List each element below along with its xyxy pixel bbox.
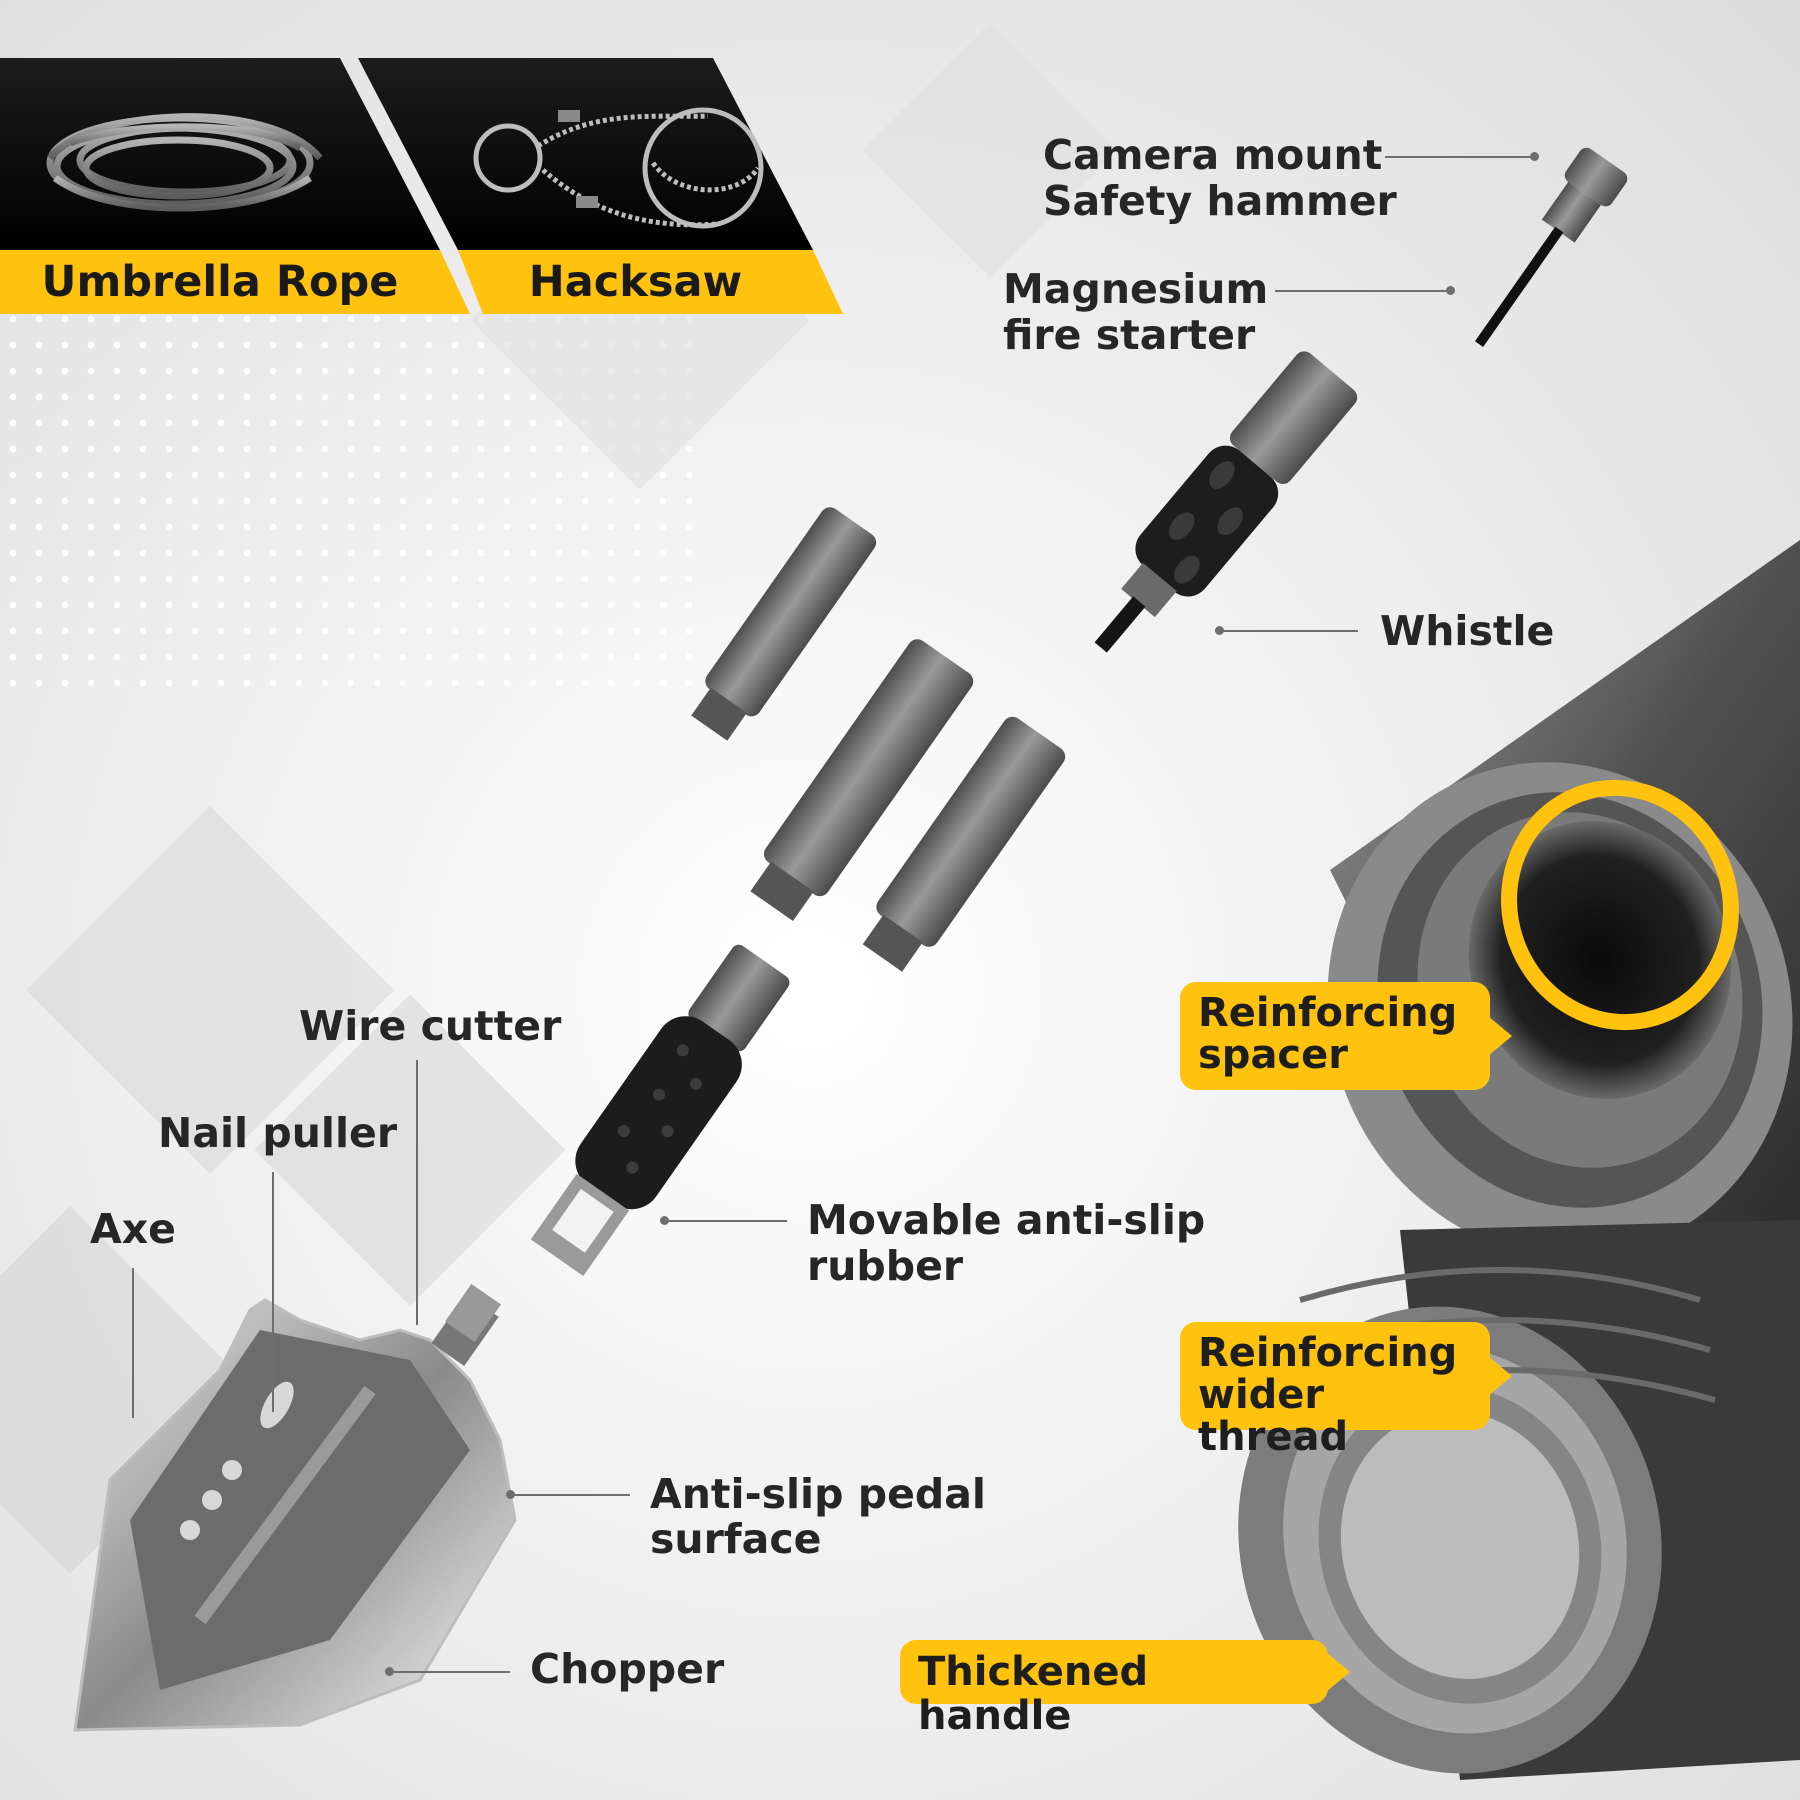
umbrella-rope-image [46, 113, 323, 212]
callout-pointer [1488, 1356, 1512, 1396]
fire-starter-part [1474, 147, 1628, 348]
leader-line [272, 1172, 274, 1412]
callout-text: Thickened handle [918, 1649, 1149, 1739]
leader-line [416, 1060, 418, 1325]
extension-tube [862, 716, 1066, 972]
camera-mount-label: Camera mount [1043, 131, 1383, 179]
leader-line [1275, 290, 1450, 292]
leader-line [1220, 630, 1358, 632]
hacksaw-banner: Hacksaw [358, 58, 843, 314]
leader-dot [1215, 626, 1224, 635]
callout-text: Reinforcing [1198, 1330, 1458, 1376]
anti-slip-rubber-label-line1: Movable anti-slip [807, 1196, 1206, 1244]
whistle-label: Whistle [1380, 607, 1555, 655]
leader-dot [1530, 152, 1539, 161]
hacksaw-wire-image [473, 107, 764, 229]
leader-dot [1446, 286, 1455, 295]
rubber-grip-handle [530, 944, 790, 1277]
extension-tube [691, 507, 877, 741]
whistle-section [1094, 351, 1358, 653]
leader-line [1385, 156, 1535, 158]
leader-dot [385, 1667, 394, 1676]
extension-tube [750, 639, 974, 922]
shovel-head [73, 1283, 517, 1732]
callout-text: Reinforcing [1198, 990, 1458, 1036]
axe-label: Axe [90, 1205, 176, 1253]
callout-pointer [1326, 1652, 1350, 1692]
nail-puller-label: Nail puller [158, 1109, 398, 1157]
leader-dot [660, 1216, 669, 1225]
wire-cutter-label: Wire cutter [299, 1002, 562, 1050]
callout-pointer [1488, 1016, 1512, 1056]
chopper-label: Chopper [530, 1645, 725, 1693]
pipe-closeup-upper [1327, 540, 1800, 1260]
pedal-surface-label-line2: surface [650, 1515, 822, 1563]
thickened-handle-callout: Thickened handle [900, 1640, 1328, 1738]
leader-line [390, 1671, 510, 1673]
anti-slip-rubber-label-line2: rubber [807, 1242, 964, 1290]
magnesium-label-line1: Magnesium [1003, 265, 1269, 313]
callout-text: spacer [1198, 1032, 1348, 1078]
callout-text: wider thread [1198, 1372, 1349, 1460]
safety-hammer-label: Safety hammer [1043, 177, 1397, 225]
leader-dot [506, 1490, 515, 1499]
reinforcing-thread-callout: Reinforcing wider thread [1180, 1322, 1490, 1458]
hacksaw-label: Hacksaw [528, 257, 743, 307]
leader-line [132, 1268, 134, 1418]
leader-line [665, 1220, 787, 1222]
pipe-closeup-lower [1238, 1220, 1800, 1780]
reinforcing-spacer-callout: Reinforcing spacer [1180, 982, 1490, 1090]
pedal-surface-label-line1: Anti-slip pedal [650, 1470, 986, 1518]
leader-line [510, 1494, 630, 1496]
magnesium-label-line2: fire starter [1003, 311, 1256, 359]
umbrella-rope-banner: Umbrella Rope [0, 58, 470, 314]
umbrella-rope-label: Umbrella Rope [41, 257, 399, 307]
